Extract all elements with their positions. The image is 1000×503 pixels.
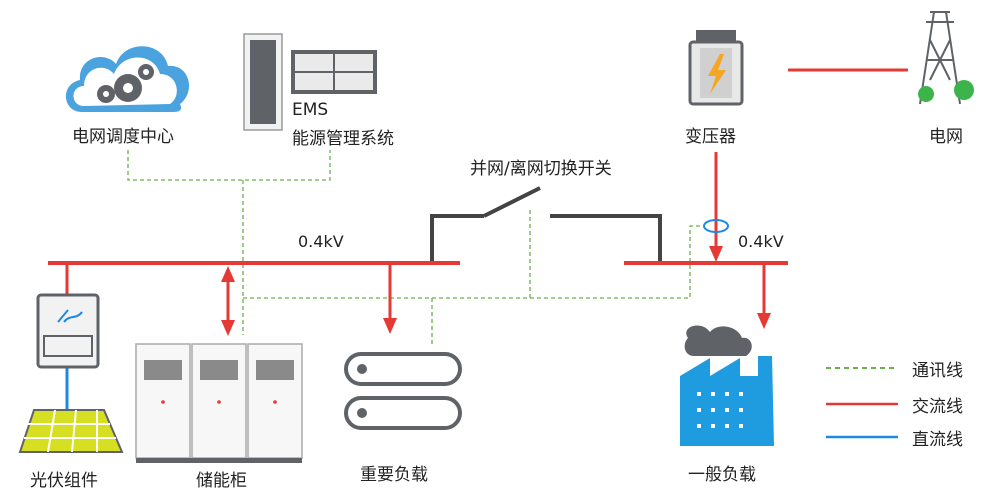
- bus-right-voltage: 0.4kV: [738, 232, 784, 251]
- general-load-label: 一般负载: [688, 465, 756, 485]
- ac-bus-left: [48, 261, 460, 265]
- ems-label-line1: EMS: [292, 100, 329, 120]
- comm-lines: [127, 150, 700, 345]
- important-load-feed: [383, 265, 397, 334]
- load-server-icon: [344, 352, 462, 430]
- dispatch-center-label: 电网调度中心: [72, 127, 174, 147]
- solar-panel-icon: [18, 409, 124, 453]
- legend-comm-label: 通讯线: [912, 361, 963, 381]
- grid-label: 电网: [929, 127, 963, 147]
- grid-switch: [430, 186, 662, 261]
- storage-cabinet-icon: [135, 343, 303, 463]
- ac-bus-right: [624, 261, 788, 265]
- storage-feed: [221, 266, 235, 336]
- power-tower-icon: [918, 11, 974, 105]
- transformer-feed: [703, 152, 729, 262]
- storage-label: 储能柜: [196, 471, 247, 491]
- switch-label: 并网/离网切换开关: [470, 159, 612, 179]
- transformer-icon: [688, 30, 744, 106]
- legend-ac-label: 交流线: [912, 397, 963, 417]
- legend-swatches: [826, 367, 898, 439]
- legend-dc-label: 直流线: [912, 430, 963, 450]
- pv-inverter-icon: [36, 293, 100, 369]
- transformer-label: 变压器: [685, 127, 736, 147]
- bus-left-voltage: 0.4kV: [298, 232, 344, 251]
- pv-label: 光伏组件: [30, 471, 98, 491]
- ems-cabinet-icon: [243, 33, 377, 131]
- important-load-label: 重要负载: [360, 465, 428, 485]
- ems-label-line2: 能源管理系统: [292, 129, 394, 149]
- factory-icon: [680, 325, 774, 446]
- cloud-gear-icon: [65, 46, 190, 112]
- general-load-feed: [757, 265, 771, 329]
